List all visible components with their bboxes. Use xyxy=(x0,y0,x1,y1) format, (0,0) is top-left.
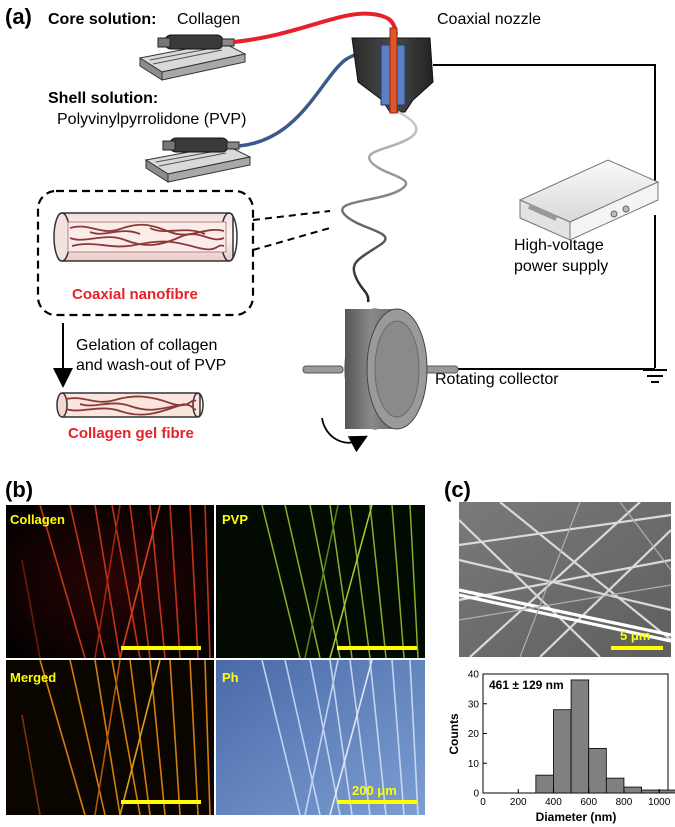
y-tick-label: 40 xyxy=(468,670,480,681)
micrograph-collagen xyxy=(6,504,214,659)
x-tick-label: 800 xyxy=(616,797,633,808)
histogram-bar xyxy=(588,747,607,794)
histogram-annotation: 461 ± 129 nm xyxy=(489,678,564,692)
histogram-y-axis-title: Counts xyxy=(447,713,461,755)
histogram-bar xyxy=(535,774,554,794)
scale-bar-c-label: 5 μm xyxy=(620,628,650,643)
rotating-collector xyxy=(302,308,459,430)
y-tick-label: 10 xyxy=(468,759,480,770)
histogram-bar xyxy=(605,777,625,794)
coaxial-fibre-illustration xyxy=(53,212,238,262)
x-tick-label: 400 xyxy=(545,797,562,808)
collagen-micrograph-label: Collagen xyxy=(10,512,65,527)
histogram-bar xyxy=(641,789,660,794)
shell-solution-value: Polyvinylpyrrolidone (PVP) xyxy=(57,111,246,128)
panel-a-letter: (a) xyxy=(5,4,32,29)
power-label-line1: High-voltage xyxy=(514,237,604,254)
y-tick-label: 20 xyxy=(468,729,480,740)
gelation-text-line1: Gelation of collagen xyxy=(76,337,217,354)
collagen-gel-fibre-label: Collagen gel fibre xyxy=(68,425,194,442)
fibre-jet xyxy=(341,110,418,303)
callout-leader-top xyxy=(252,210,331,221)
histogram-bar xyxy=(570,679,590,794)
histogram-bar xyxy=(623,786,642,794)
x-tick-label: 1000 xyxy=(648,797,671,808)
core-tube xyxy=(233,11,398,44)
histogram-x-axis-title: Diameter (nm) xyxy=(536,810,617,824)
micrograph-pvp xyxy=(216,504,425,659)
merged-micrograph-label: Merged xyxy=(10,670,56,685)
histogram-bar xyxy=(658,789,675,794)
micrograph-phase-contrast xyxy=(216,659,425,816)
coaxial-nozzle xyxy=(351,27,434,114)
histogram-bars xyxy=(535,679,675,794)
histogram-bar xyxy=(553,709,572,794)
core-solution-label: Core solution: xyxy=(48,11,156,28)
x-tick-label: 600 xyxy=(580,797,597,808)
power-label-line2: power supply xyxy=(514,258,608,275)
pvp-micrograph-label: PVP xyxy=(222,512,248,527)
gelation-text-line2: and wash-out of PVP xyxy=(76,357,226,374)
histogram-y-ticks: 0 10 20 30 40 xyxy=(468,670,487,800)
power-supply xyxy=(518,159,660,241)
coaxial-callout-box xyxy=(36,189,255,317)
scale-bar-b-label: 200 μm xyxy=(352,783,397,798)
core-solution-value: Collagen xyxy=(177,11,240,28)
x-tick-label: 200 xyxy=(510,797,527,808)
diameter-histogram: 0 200 400 600 800 1000 0 10 20 30 40 xyxy=(468,670,675,808)
x-tick-label: 0 xyxy=(480,797,486,808)
core-syringe-pump xyxy=(138,34,247,81)
nozzle-label: Coaxial nozzle xyxy=(437,11,541,28)
shell-solution-label: Shell solution: xyxy=(48,90,158,107)
rotation-arrow-icon xyxy=(321,417,368,453)
collagen-gel-fibre-illustration xyxy=(56,392,204,418)
panel-b-letter: (b) xyxy=(5,477,33,502)
panel-c-letter: (c) xyxy=(444,477,471,502)
micrograph-merged xyxy=(6,659,214,816)
coaxial-nanofibre-label: Coaxial nanofibre xyxy=(72,286,198,303)
callout-leader-bottom xyxy=(252,227,331,251)
hv-wire-top xyxy=(433,64,656,195)
y-tick-label: 0 xyxy=(473,789,479,800)
histogram-x-ticks: 0 200 400 600 800 1000 xyxy=(480,789,671,808)
shell-syringe-pump xyxy=(144,137,252,183)
collector-label: Rotating collector xyxy=(435,371,559,388)
ph-micrograph-label: Ph xyxy=(222,670,239,685)
sem-image xyxy=(458,501,672,658)
ground-icon xyxy=(643,369,667,383)
y-tick-label: 30 xyxy=(468,699,480,710)
